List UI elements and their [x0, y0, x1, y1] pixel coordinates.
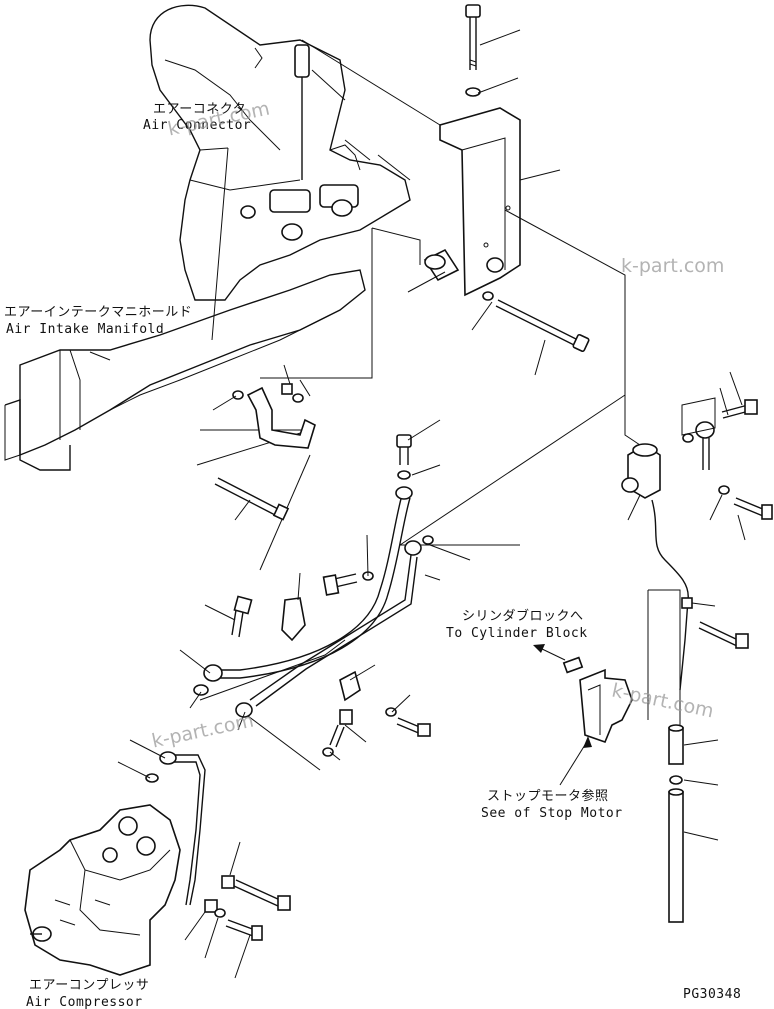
- cylinder-block-label-en: To Cylinder Block: [446, 626, 588, 641]
- stop-motor-label-en: See of Stop Motor: [481, 806, 623, 821]
- long-bolt: [482, 291, 590, 353]
- clamp-bracket: [232, 383, 316, 449]
- air-intake-manifold: [4, 269, 366, 471]
- compressor-label-jp: エアーコンプレッサ: [29, 978, 150, 993]
- air-connector-label-jp: エアーコネクタ: [153, 102, 247, 117]
- compressor-pipe: [145, 751, 206, 906]
- upper-fitting-bolt: [396, 434, 412, 480]
- mounting-bracket: [439, 107, 521, 297]
- valve-body: [621, 443, 661, 499]
- small-bolts: [231, 595, 431, 757]
- watermark-text: k-part.com: [621, 255, 725, 277]
- air-connector-label-en: Air Connector: [143, 118, 252, 133]
- cylinder-block-label-jp: シリンダブロックへ: [462, 609, 584, 624]
- air-compressor: [24, 804, 181, 976]
- banjo-bolt: [322, 571, 374, 596]
- collar-spacer: [423, 248, 460, 282]
- control-cable: [651, 499, 749, 691]
- leader-lines: [89, 29, 746, 979]
- manifold-label-jp: エアーインテークマニホールド: [4, 305, 193, 320]
- valve-connector: [681, 397, 773, 520]
- rod-assembly: [668, 724, 684, 923]
- compressor-label-en: Air Compressor: [26, 995, 143, 1009]
- air-tube: [193, 486, 434, 718]
- stop-motor-label-jp: ストップモータ参照: [487, 789, 609, 804]
- direction-arrows: [533, 644, 592, 748]
- drawing-code: PG30348: [683, 987, 742, 1002]
- stop-motor-bracket: [562, 656, 633, 744]
- manifold-label-en: Air Intake Manifold: [6, 322, 165, 337]
- top-bolt: [465, 4, 481, 97]
- lower-fittings: [204, 875, 291, 941]
- air-connector-housing: [149, 4, 411, 301]
- stud-bolt: [214, 477, 290, 521]
- clip-bracket: [281, 597, 361, 702]
